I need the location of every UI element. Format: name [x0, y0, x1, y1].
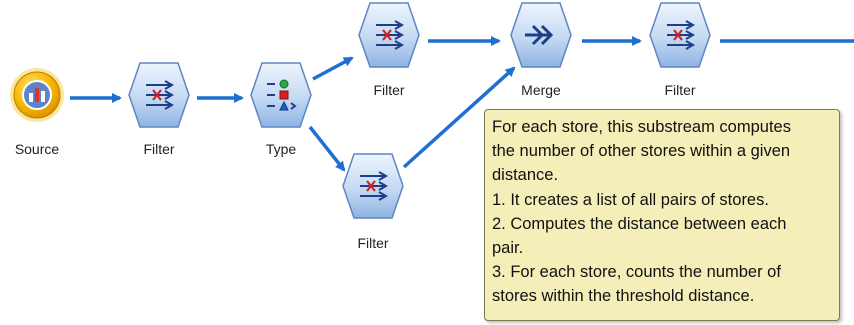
node-filter-lower[interactable] — [342, 153, 404, 219]
node-type[interactable] — [250, 62, 312, 128]
comment-line-6: pair. — [492, 239, 524, 258]
connections — [70, 36, 854, 172]
comment-line-1: For each store, this substream computes — [492, 118, 791, 136]
node-label-filter-upper: Filter — [373, 82, 405, 98]
filter-icon — [360, 171, 389, 201]
node-label-type: Type — [265, 141, 297, 157]
merge-icon — [525, 24, 554, 46]
connector-filter-lower-to-merge[interactable] — [402, 66, 516, 169]
node-filter1[interactable] — [128, 62, 190, 128]
comment-line-4: 1. It creates a list of all pairs of sto… — [492, 190, 769, 209]
node-label-source: Source — [14, 141, 60, 157]
node-label-filter-lower: Filter — [357, 235, 389, 251]
node-filter-end[interactable] — [649, 2, 711, 68]
node-label-filter1: Filter — [143, 141, 175, 157]
comment-line-7: 3. For each store, counts the number of — [492, 263, 781, 282]
connector-type-to-filter-lower[interactable] — [308, 125, 346, 172]
comment-line-2: the number of other stores within a give… — [492, 142, 791, 161]
filter-icon — [146, 80, 175, 110]
node-label-merge: Merge — [521, 82, 561, 98]
filter-icon — [667, 20, 696, 50]
node-merge[interactable] — [510, 2, 572, 68]
source-icon — [22, 80, 52, 110]
comment-note[interactable]: For each store, this substream computes … — [484, 109, 840, 321]
comment-line-8: stores within the threshold distance. — [492, 287, 755, 306]
node-filter-upper[interactable] — [358, 2, 420, 68]
connector-type-to-filter-upper[interactable] — [312, 56, 354, 81]
comment-line-3: distance. — [492, 166, 559, 185]
node-label-filter-end: Filter — [664, 82, 696, 98]
nodes — [10, 2, 711, 219]
filter-icon — [376, 20, 405, 50]
comment-line-5: 2. Computes the distance between each — [492, 214, 787, 233]
type-icon — [267, 79, 297, 111]
node-source[interactable] — [10, 68, 64, 122]
